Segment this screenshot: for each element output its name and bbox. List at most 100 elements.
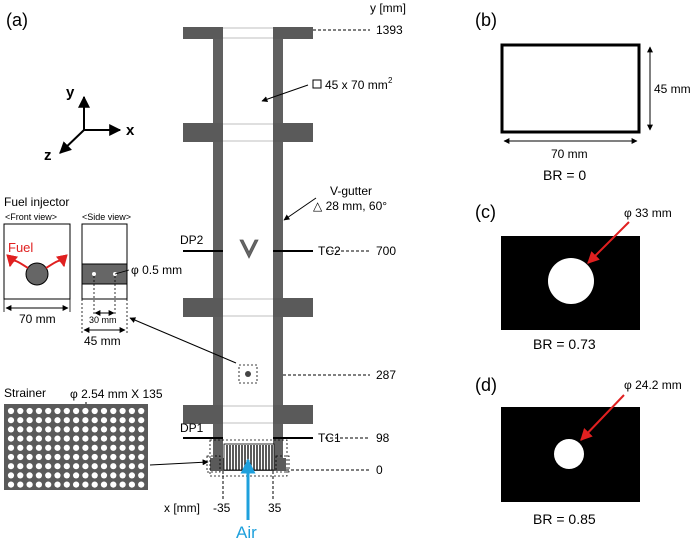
strainer-hole (119, 407, 126, 415)
side-width-label: 45 mm (84, 334, 121, 348)
strainer-hole (119, 435, 126, 442)
side-view-hole-left (92, 272, 96, 276)
fuel-injector-title: Fuel injector (4, 195, 69, 209)
strainer-hole (54, 463, 61, 470)
strainer-hole (54, 435, 61, 442)
strainer-hole (54, 472, 61, 479)
section-label: 45 x 70 mm (325, 78, 388, 92)
strainer-hole (110, 426, 117, 433)
strainer-hole (7, 481, 15, 488)
strainer-hole (17, 426, 24, 433)
strainer-hole (128, 435, 135, 442)
strainer-hole (63, 426, 70, 433)
strainer-hole (63, 472, 70, 479)
strainer-hole (110, 453, 117, 461)
strainer-hole (26, 435, 33, 442)
strainer-hole (73, 453, 80, 461)
strainer-hole (73, 407, 80, 415)
dia-label-c: φ 33 mm (624, 206, 672, 220)
strainer-title: Strainer (4, 386, 46, 400)
strainer-hole (26, 417, 33, 424)
strainer-hole (82, 453, 89, 461)
strainer-hole (110, 463, 117, 470)
strainer-hole (138, 472, 145, 479)
strainer-holes (7, 407, 145, 488)
strainer-hole (82, 435, 89, 442)
strainer-hole (138, 426, 145, 433)
strainer-hole (138, 453, 145, 461)
triad-y-label: y (66, 84, 75, 101)
strainer-hole (110, 481, 117, 488)
strainer-hole (110, 472, 117, 479)
strainer-hole (54, 407, 61, 415)
strainer-hole (17, 453, 24, 461)
strainer-hole (35, 435, 43, 442)
injector-location-box (238, 364, 258, 384)
strainer-hole (26, 472, 33, 479)
strainer-hole (82, 472, 89, 479)
strainer-hole (54, 444, 61, 451)
x-tick-right: 35 (268, 501, 282, 515)
strainer-hole (91, 453, 98, 461)
strainer-hole (26, 407, 33, 415)
panel-label-c: (c) (475, 202, 496, 222)
tc2-label: TC2 (318, 244, 341, 258)
side-view-box (81, 223, 128, 300)
dia-arrow-c (587, 221, 630, 264)
vgutter-shape (239, 239, 259, 259)
strainer-hole (35, 481, 43, 488)
strainer-hole (54, 417, 61, 424)
strainer-hole (17, 472, 24, 479)
strainer-hole (91, 444, 98, 451)
strainer-hole (45, 481, 52, 488)
strainer-hole (17, 444, 24, 451)
vgutter-arrow (283, 197, 317, 221)
strainer-hole (7, 463, 15, 470)
strainer-hole (7, 444, 15, 451)
front-view-label: <Front view> (5, 212, 57, 222)
y-tick-0: 0 (376, 463, 383, 477)
strainer-hole (35, 472, 43, 479)
strainer-hole (138, 417, 145, 424)
base-zoom-box-right (275, 455, 290, 473)
strainer-hole (82, 444, 89, 451)
axes-triad (59, 95, 122, 154)
strainer-hole (100, 417, 108, 424)
strainer-hole (100, 426, 108, 433)
y-axis-header: y [mm] (370, 1, 406, 15)
br-label-d: BR = 0.85 (533, 511, 596, 527)
y-tick-98: 98 (376, 431, 390, 445)
strainer-hole (110, 407, 117, 415)
strainer-hole (17, 417, 24, 424)
strainer-hole (35, 417, 43, 424)
vgutter-spec: △ 28 mm, 60° (313, 199, 387, 213)
strainer-hole (73, 472, 80, 479)
strainer-hole (26, 444, 33, 451)
strainer-hole (7, 435, 15, 442)
triad-z-label: z (44, 147, 52, 164)
section-sup: 2 (388, 76, 393, 85)
rectangle-duct-section (500, 43, 641, 134)
strainer-hole (45, 417, 52, 424)
strainer-hole (82, 407, 89, 415)
strainer-hole (7, 426, 15, 433)
strainer-hole (91, 472, 98, 479)
strainer-hole (17, 481, 24, 488)
flange-top (183, 27, 313, 39)
flange-2 (183, 123, 313, 142)
flange-4 (183, 405, 313, 424)
triad-x-label: x (126, 122, 135, 139)
strainer-hole (82, 481, 89, 488)
width-label-b: 70 mm (551, 147, 588, 161)
y-tick-1393: 1393 (376, 23, 403, 37)
strainer-hole (128, 444, 135, 451)
vgutter-title: V-gutter (330, 184, 372, 198)
strainer-hole (45, 453, 52, 461)
strainer-hole (100, 481, 108, 488)
strainer-hole (54, 453, 61, 461)
strainer-hole (63, 435, 70, 442)
strainer-hole (45, 407, 52, 415)
fuel-arrow-right (45, 254, 68, 269)
strainer-hole (7, 472, 15, 479)
strainer-hole (63, 463, 70, 470)
